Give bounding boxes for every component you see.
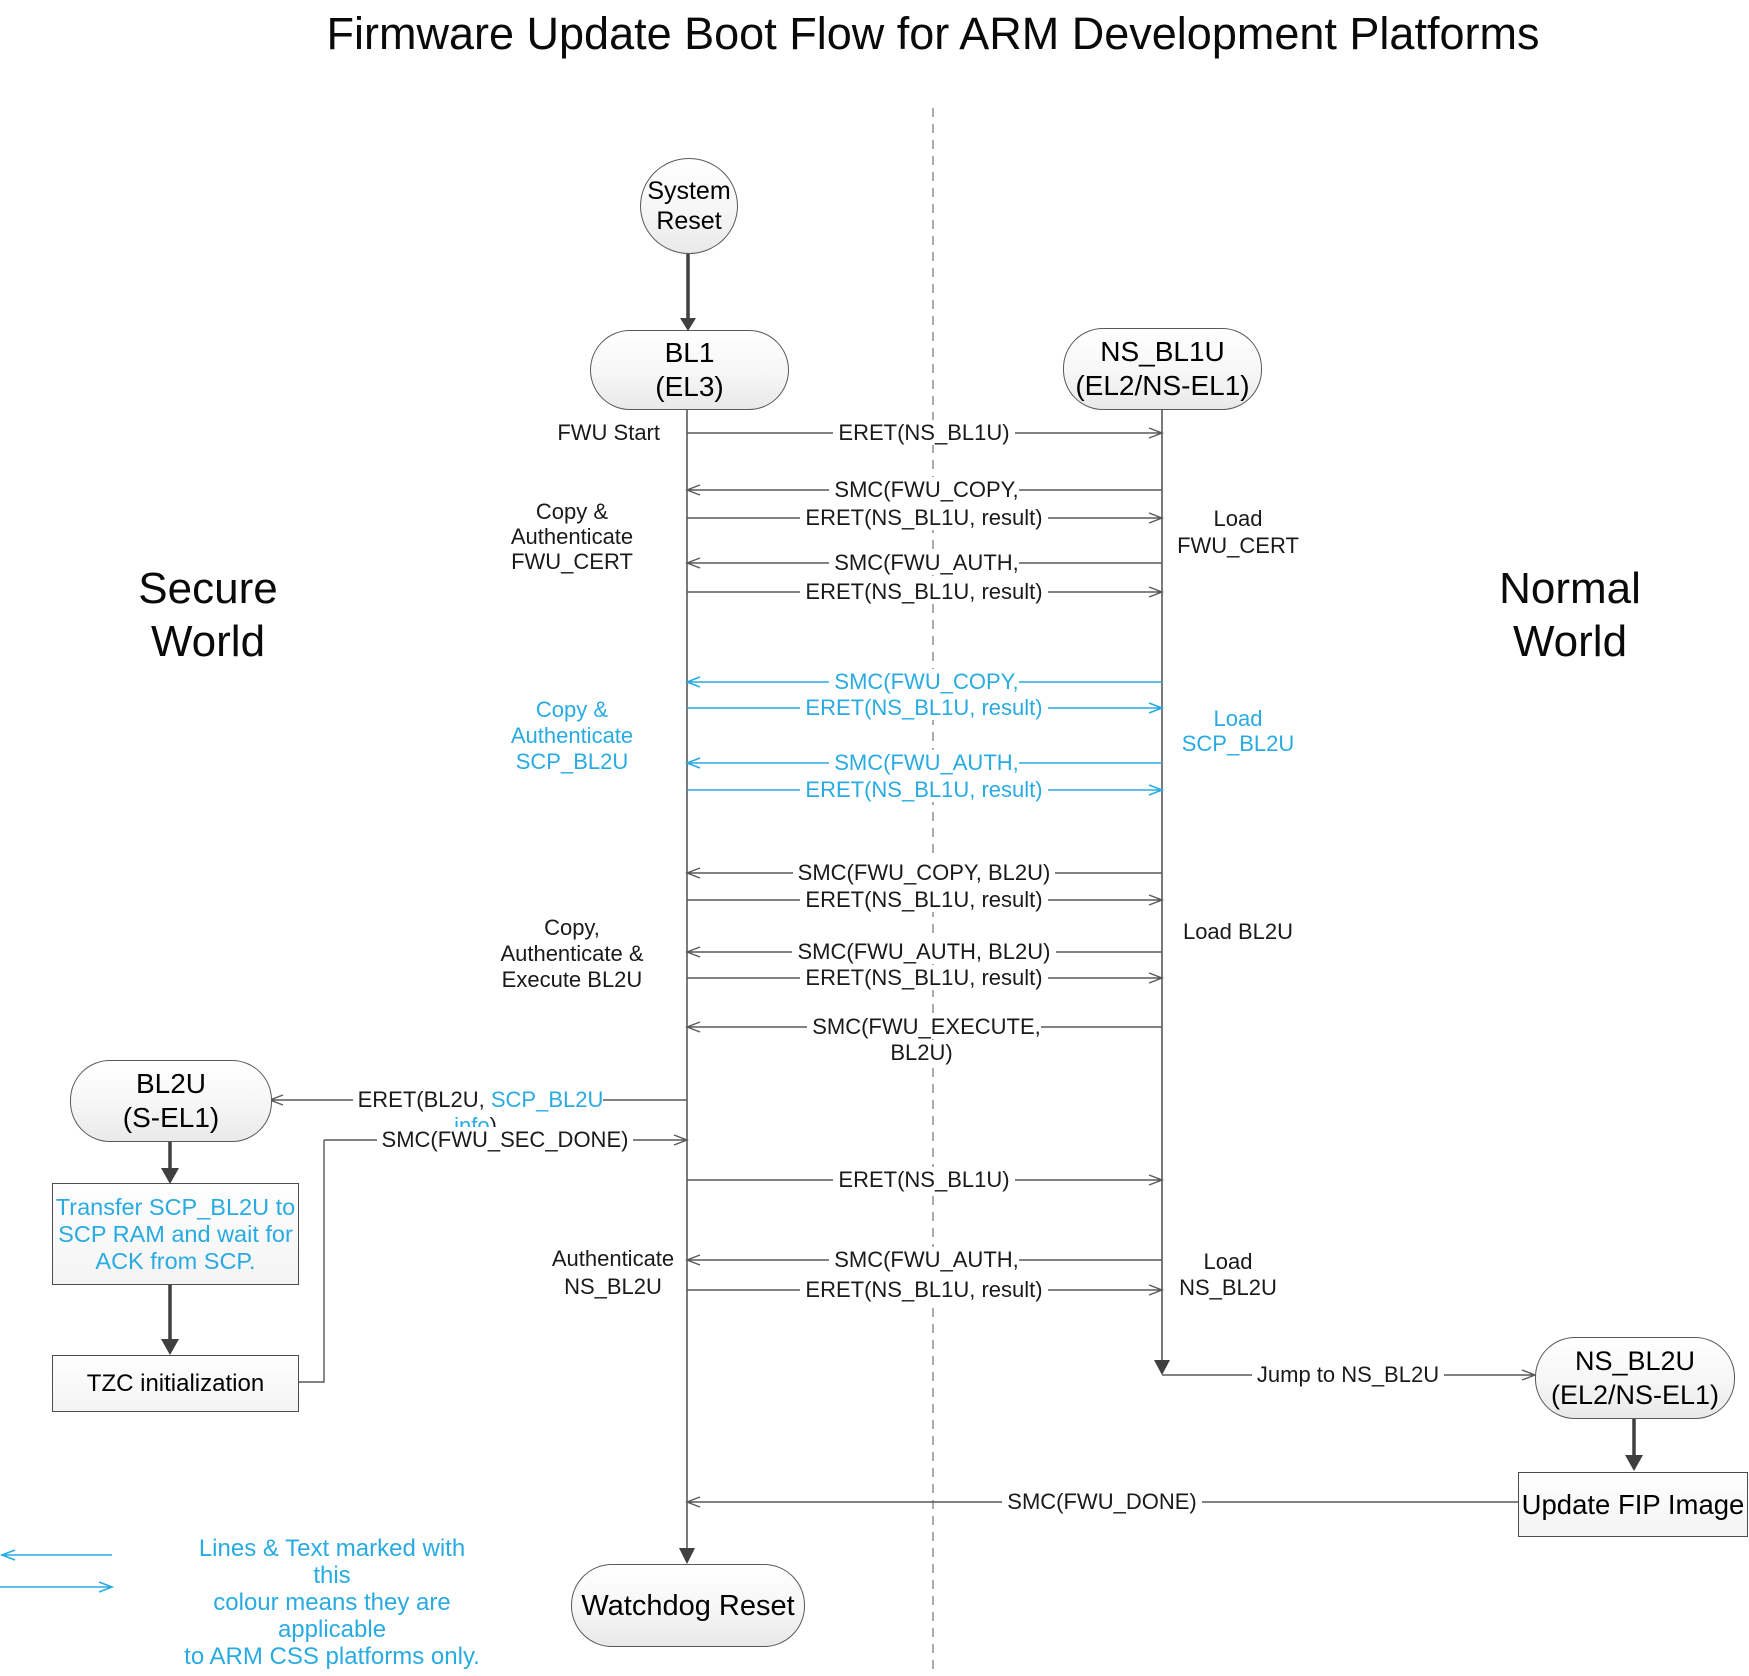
label-load-fwu-cert: Load FWU_CERT bbox=[1177, 506, 1299, 558]
transfer-scp-line2: SCP RAM and wait for bbox=[58, 1220, 293, 1247]
legend-left-arrow bbox=[0, 1549, 112, 1561]
msg-smc-sec-done: SMC(FWU_SEC_DONE) bbox=[355, 1127, 655, 1153]
msg-eret-result-7: ERET(NS_BL1U, result) bbox=[774, 1277, 1074, 1303]
msg-jump-to-ns-bl2u: Jump to NS_BL2U bbox=[1198, 1362, 1498, 1388]
msg-eret-result-4: ERET(NS_BL1U, result) bbox=[774, 777, 1074, 803]
bl1-line1: BL1 bbox=[664, 337, 715, 368]
node-ns-bl2u: NS_BL2U (EL2/NS-EL1) bbox=[1535, 1337, 1735, 1419]
eret-bl2u-post: ) bbox=[489, 1113, 497, 1138]
normal-world-label: Normal World bbox=[1420, 562, 1720, 668]
msg-eret-result-6: ERET(NS_BL1U, result) bbox=[774, 965, 1074, 991]
msg-smc-fwu-done: SMC(FWU_DONE) bbox=[952, 1489, 1252, 1515]
node-ns-bl1u: NS_BL1U (EL2/NS-EL1) bbox=[1063, 328, 1262, 410]
node-system-reset: System Reset bbox=[640, 158, 738, 254]
eret-bl2u-pre: ERET(BL2U, bbox=[357, 1087, 491, 1112]
system-reset-line1: System bbox=[647, 177, 731, 205]
ns-bl2u-line2: (EL2/NS-EL1) bbox=[1550, 1380, 1720, 1410]
secure-world-line2: World bbox=[150, 617, 266, 666]
transfer-arrowhead bbox=[161, 1168, 179, 1184]
update-fip-label: Update FIP Image bbox=[1521, 1488, 1745, 1520]
transfer-scp-line3: ACK from SCP. bbox=[95, 1247, 256, 1274]
node-update-fip-image: Update FIP Image bbox=[1518, 1472, 1748, 1537]
msg-eret-result-3: ERET(NS_BL1U, result) bbox=[774, 695, 1074, 721]
legend-css-platforms-note: Lines & Text marked with this colour mea… bbox=[184, 1535, 480, 1670]
msg-eret-result-1: ERET(NS_BL1U, result) bbox=[774, 505, 1074, 531]
msg-eret-ns-bl1u-1: ERET(NS_BL1U) bbox=[774, 420, 1074, 446]
secure-world-label: Secure World bbox=[58, 562, 358, 668]
node-bl2u: BL2U (S-EL1) bbox=[70, 1060, 272, 1142]
transfer-scp-line1: Transfer SCP_BL2U to bbox=[55, 1193, 296, 1220]
msg-eret-result-2: ERET(NS_BL1U, result) bbox=[774, 579, 1074, 605]
tzc-return-connector bbox=[297, 1140, 325, 1383]
msg-smc-copy-bl2u: SMC(FWU_COPY, BL2U) bbox=[774, 860, 1074, 886]
label-copy-auth-fwu-cert: Copy & Authenticate FWU_CERT bbox=[510, 499, 634, 574]
ns-bl1u-line1: NS_BL1U bbox=[1100, 336, 1225, 367]
msg-smc-auth-bl2u: SMC(FWU_AUTH, BL2U) bbox=[774, 939, 1074, 965]
normal-world-line1: Normal bbox=[1499, 564, 1641, 613]
bl2u-line2: (S-EL1) bbox=[122, 1102, 220, 1133]
label-load-ns-bl2u: Load NS_BL2U bbox=[1179, 1249, 1277, 1300]
label-load-scp-bl2u: Load SCP_BL2U bbox=[1181, 706, 1295, 756]
thick-arrowheads bbox=[161, 318, 1643, 1471]
node-tzc-initialization: TZC initialization bbox=[52, 1355, 299, 1412]
tzc-label: TZC initialization bbox=[86, 1369, 265, 1397]
ns-bl2u-line1: NS_BL2U bbox=[1574, 1346, 1696, 1376]
legend-right-arrow bbox=[0, 1581, 115, 1593]
label-copy-auth-scp-bl2u: Copy & Authenticate SCP_BL2U bbox=[510, 697, 634, 774]
msg-smc-execute-bl2u: SMC(FWU_EXECUTE, BL2U) bbox=[774, 1014, 1074, 1066]
label-authenticate-ns-bl2u: Authenticate NS_BL2U bbox=[551, 1246, 675, 1299]
msg-eret-ns-bl1u-2: ERET(NS_BL1U) bbox=[774, 1167, 1074, 1193]
lifelines bbox=[686, 408, 1163, 1550]
system-reset-line2: Reset bbox=[656, 207, 722, 235]
node-bl1: BL1 (EL3) bbox=[590, 330, 789, 410]
ns-bl1u-line2: (EL2/NS-EL1) bbox=[1075, 370, 1250, 401]
node-watchdog-reset: Watchdog Reset bbox=[571, 1564, 805, 1647]
label-copy-auth-exec-bl2u: Copy, Authenticate & Execute BL2U bbox=[500, 915, 644, 992]
system-reset-arrowhead bbox=[680, 318, 696, 331]
update-fip-arrowhead bbox=[1625, 1455, 1643, 1471]
thick-flow-arrows bbox=[168, 250, 1636, 1457]
normal-world-line2: World bbox=[1512, 617, 1628, 666]
page-title: Firmware Update Boot Flow for ARM Develo… bbox=[326, 8, 1540, 59]
watchdog-label: Watchdog Reset bbox=[581, 1589, 795, 1622]
msg-eret-result-5: ERET(NS_BL1U, result) bbox=[774, 887, 1074, 913]
ns-bl1u-lifeline-arrowhead bbox=[1154, 1360, 1170, 1375]
bl1-line2: (EL3) bbox=[655, 371, 724, 402]
label-fwu-start: FWU Start bbox=[557, 420, 660, 445]
bl1-lifeline-arrowhead bbox=[679, 1548, 695, 1564]
label-load-bl2u: Load BL2U bbox=[1182, 919, 1294, 944]
secure-world-line1: Secure bbox=[138, 564, 278, 613]
node-transfer-scp: Transfer SCP_BL2U to SCP RAM and wait fo… bbox=[52, 1183, 299, 1285]
bl2u-line1: BL2U bbox=[135, 1068, 207, 1099]
tzc-arrowhead bbox=[161, 1339, 179, 1355]
